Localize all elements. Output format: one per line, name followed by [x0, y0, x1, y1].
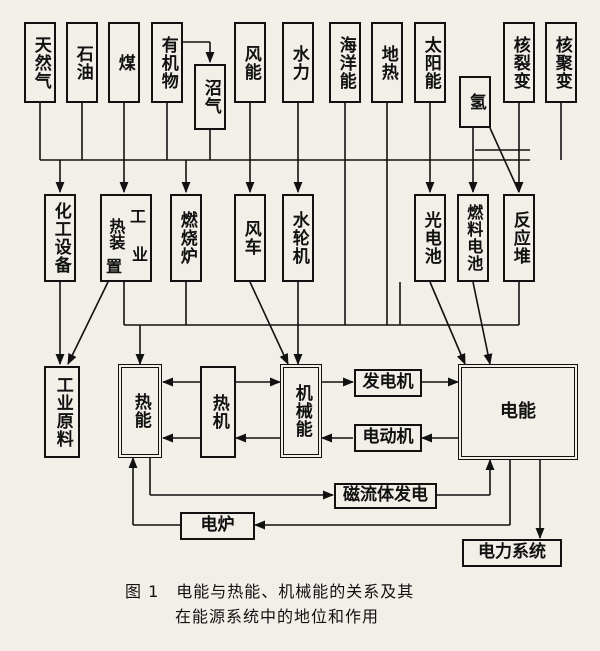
source-wind: 风能 — [234, 22, 266, 103]
heat-energy: 热能 — [118, 364, 162, 458]
mechanical-energy: 机械能 — [280, 364, 322, 458]
industrial-heating-device: 工 热装 业 置 — [100, 194, 152, 282]
figure-caption-line2: 在能源系统中的地位和作用 — [175, 607, 380, 626]
source-ocean: 海洋能 — [329, 22, 361, 103]
industrial-heating-label-3: 业 — [132, 245, 149, 264]
industrial-heating-label-2: 热装 — [106, 218, 126, 250]
chemical-equipment: 化工设备 — [44, 194, 76, 282]
source-solar: 太阳能 — [414, 22, 446, 103]
electric-energy: 电能 — [458, 364, 578, 460]
source-natural-gas: 天然气 — [24, 22, 56, 103]
source-geothermal: 地热 — [371, 22, 403, 103]
mhd-generation: 磁流体发电 — [334, 483, 437, 509]
source-hydrogen: 氢 — [459, 76, 491, 128]
source-organic: 有机物 — [151, 22, 183, 103]
source-hydro: 水力 — [282, 22, 314, 103]
heat-engine: 热机 — [200, 366, 236, 458]
industrial-materials: 工业原料 — [44, 366, 80, 458]
motor: 电动机 — [354, 424, 422, 452]
power-system: 电力系统 — [462, 539, 562, 567]
reactor: 反应堆 — [503, 194, 535, 282]
source-oil: 石油 — [66, 22, 98, 103]
source-biogas: 沼气 — [194, 64, 226, 130]
fuel-cell: 燃料电池 — [457, 194, 489, 282]
generator: 发电机 — [354, 369, 422, 397]
water-turbine: 水轮机 — [282, 194, 314, 282]
windmill: 风车 — [234, 194, 266, 282]
figure-caption-line1: 图 1 电能与热能、机械能的关系及其 — [125, 582, 415, 601]
electric-furnace: 电炉 — [180, 512, 255, 540]
industrial-heating-label-1: 工 — [130, 207, 147, 226]
source-fission: 核裂变 — [503, 22, 535, 103]
industrial-heating-label-4: 置 — [106, 257, 123, 276]
furnace: 燃烧炉 — [170, 194, 202, 282]
photocell: 光电池 — [414, 194, 446, 282]
source-fusion: 核聚变 — [545, 22, 577, 103]
source-coal: 煤 — [108, 22, 140, 103]
